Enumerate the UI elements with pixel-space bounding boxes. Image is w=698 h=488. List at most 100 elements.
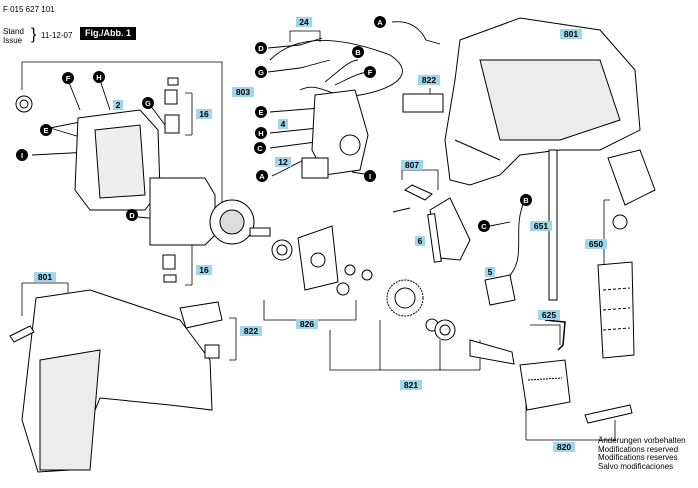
callout-box xyxy=(401,160,423,170)
spindle xyxy=(469,339,515,365)
callout-box xyxy=(560,29,582,39)
connector-marker xyxy=(255,42,267,54)
connector-marker xyxy=(40,124,52,136)
callout-label: 822 xyxy=(244,326,258,336)
connector-marker xyxy=(93,71,105,83)
connector-marker xyxy=(126,209,138,221)
wire-loop xyxy=(269,40,403,97)
wire-h xyxy=(269,127,319,134)
callout-box xyxy=(113,100,123,110)
connector-marker xyxy=(256,170,268,182)
callout-box xyxy=(415,236,425,246)
callout-label: 16 xyxy=(199,265,209,275)
wire-g xyxy=(267,59,331,73)
connector-letter: D xyxy=(129,211,135,220)
callout-label: 16 xyxy=(199,109,209,119)
connector-letter: C xyxy=(257,144,263,153)
callout-box xyxy=(196,109,212,119)
wire-b xyxy=(324,59,359,83)
wire-d xyxy=(267,37,323,49)
connector-marker xyxy=(520,194,532,206)
callout-label: 826 xyxy=(300,319,314,329)
callout-box xyxy=(232,87,254,97)
figure-label: Fig./Abb. 1 xyxy=(80,27,136,40)
callout-box xyxy=(400,380,422,390)
note-line: Modifications reserved xyxy=(598,444,679,454)
armature xyxy=(149,177,216,246)
connector-marker xyxy=(142,97,154,109)
callout-box xyxy=(418,75,440,85)
callout-label: 2 xyxy=(116,100,121,110)
callout-label: 12 xyxy=(278,157,288,167)
connector-letter: E xyxy=(43,126,48,135)
callout-box xyxy=(34,272,56,282)
plug xyxy=(484,274,516,306)
callout-box xyxy=(196,265,212,275)
connector-letter: H xyxy=(258,129,263,138)
callout-box xyxy=(275,157,291,167)
modification-notes: Änderungen vorbehalten Modifications res… xyxy=(598,436,686,471)
wire-h-left xyxy=(99,79,111,111)
screw-801 xyxy=(9,325,35,343)
wire-e-upper xyxy=(269,107,321,113)
wire-g-left xyxy=(149,104,166,126)
connector-letter: G xyxy=(258,68,264,77)
brush xyxy=(164,114,180,134)
callout-label: 801 xyxy=(38,272,52,282)
bracket-803 xyxy=(22,61,223,222)
connector-letter: B xyxy=(355,48,361,57)
callout-box xyxy=(585,239,607,249)
connector-letter: E xyxy=(258,108,263,117)
doc-number: F 015 627 101 xyxy=(3,5,55,14)
connector-marker xyxy=(364,66,376,78)
wire-f-left xyxy=(67,79,81,111)
callout-box xyxy=(240,326,262,336)
connector-letter: A xyxy=(259,172,265,181)
connector-letter: B xyxy=(523,196,529,205)
callout-label: 4 xyxy=(281,119,286,129)
issue-label: Issue xyxy=(3,36,23,45)
bracket: } xyxy=(31,26,37,43)
callout-box xyxy=(278,119,288,129)
callout-label: 820 xyxy=(557,442,571,452)
callout-label: 650 xyxy=(589,239,603,249)
connector-marker xyxy=(62,72,74,84)
connector-marker xyxy=(364,170,376,182)
connector-marker xyxy=(352,46,364,58)
connector-letter: C xyxy=(481,222,487,231)
brush-plate-lower xyxy=(179,301,223,329)
connector-letter: I xyxy=(369,172,371,181)
callout-box xyxy=(296,17,312,27)
connector-marker xyxy=(16,149,28,161)
chuck-key xyxy=(544,319,566,351)
brush xyxy=(164,89,178,105)
note-line: Änderungen vorbehalten xyxy=(598,436,686,445)
issue-date: 11-12-07 xyxy=(41,31,73,40)
brush-plate-upper xyxy=(402,93,444,113)
callout-label: 625 xyxy=(542,310,556,320)
cord-b xyxy=(504,199,526,281)
connector-marker xyxy=(478,220,490,232)
callout-label: 803 xyxy=(236,87,250,97)
aux-grip xyxy=(597,261,635,359)
callout-label: 651 xyxy=(534,221,548,231)
callout-label: 5 xyxy=(488,267,493,277)
connector-letter: F xyxy=(368,68,373,77)
callout-box xyxy=(538,310,560,320)
callout-label: 24 xyxy=(299,17,309,27)
callout-label: 822 xyxy=(422,75,436,85)
connector-marker xyxy=(374,16,386,28)
callout-label: 807 xyxy=(405,160,419,170)
connector-letter: F xyxy=(66,74,71,83)
connector-marker xyxy=(255,106,267,118)
connector-letter: D xyxy=(258,44,264,53)
connector-letter: A xyxy=(377,18,383,27)
callout-box xyxy=(296,319,318,329)
stand-label: Stand xyxy=(3,27,24,36)
connector-marker xyxy=(255,66,267,78)
connector-marker xyxy=(254,142,266,154)
wire-c-right xyxy=(489,221,511,227)
callout-label: 821 xyxy=(404,380,418,390)
